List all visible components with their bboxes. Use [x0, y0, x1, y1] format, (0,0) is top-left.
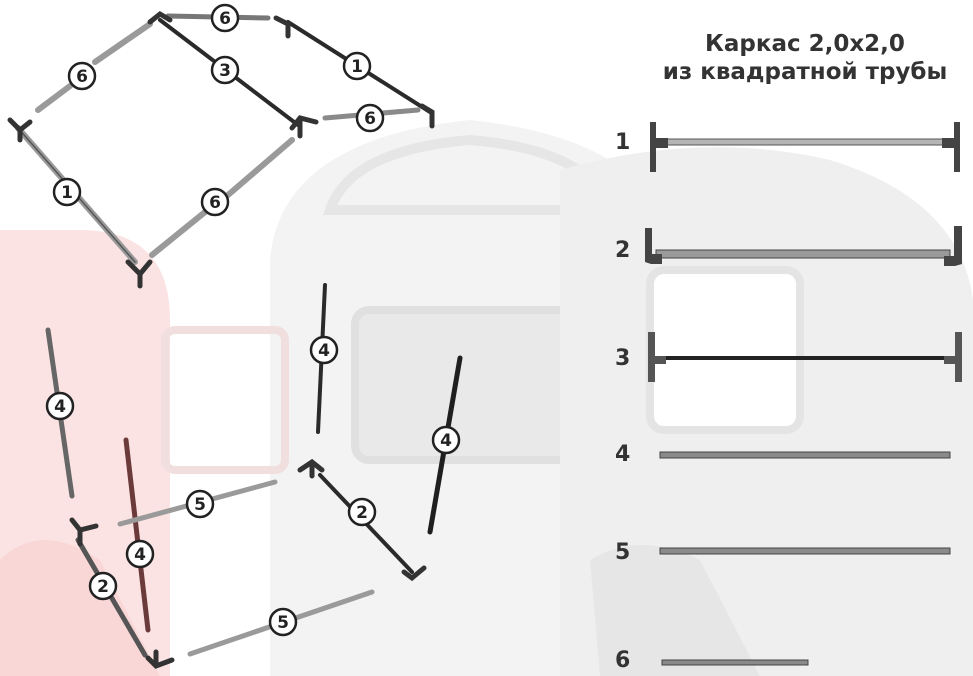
roof-corner-right [289, 115, 319, 139]
callout-label: 2 [97, 577, 109, 597]
roof-corner-left [7, 117, 33, 143]
callout-1-right: 1 [342, 51, 372, 81]
callouts: 6 1 3 6 6 1 6 4 4 4 5 2 4 2 5 [45, 3, 461, 637]
callout-label: 1 [61, 183, 73, 203]
roof-corner-back-right [273, 15, 291, 39]
callout-6-left: 6 [67, 61, 97, 91]
roof-corner-back [147, 10, 173, 25]
callout-label: 4 [440, 431, 452, 451]
callout-6-top: 6 [210, 3, 240, 33]
legend-bar-5 [659, 547, 951, 555]
roof-corner-far-right [419, 103, 435, 129]
roof-corner-front [125, 259, 153, 289]
roof-back-left-tube-a [35, 83, 73, 113]
callout-label: 6 [209, 193, 221, 213]
base-corner-back [297, 458, 325, 479]
legend-label-1: 1 [615, 130, 631, 155]
legend-label-2: 2 [615, 238, 631, 263]
callout-1-left: 1 [52, 177, 82, 207]
legend-label-5: 5 [615, 540, 631, 565]
roof-front-tube-a [149, 205, 213, 258]
callout-5-front: 5 [268, 607, 298, 637]
watermark-grey-window [646, 266, 804, 434]
callout-label: 4 [318, 341, 330, 361]
callout-3: 3 [210, 55, 240, 85]
callout-label: 6 [76, 67, 88, 87]
callout-6-front: 6 [200, 187, 230, 217]
callout-4-right: 4 [431, 425, 461, 455]
watermark-visor [351, 306, 579, 464]
callout-label: 3 [219, 61, 231, 81]
callout-label: 5 [277, 613, 289, 633]
callout-4-back: 4 [309, 335, 339, 365]
callout-label: 6 [219, 9, 231, 29]
legend-bar-4 [659, 451, 951, 459]
legend-label-4: 4 [615, 442, 631, 467]
callout-5-back: 5 [185, 489, 215, 519]
post-front [123, 437, 151, 633]
callout-2-right: 2 [347, 497, 377, 527]
callout-label: 5 [194, 495, 206, 515]
title-line-2: из квадратной трубы [662, 59, 948, 85]
roof-back-left-tube-b [92, 21, 153, 65]
base-left-tube [75, 537, 148, 658]
callout-label: 1 [351, 57, 363, 77]
legend-bar-6 [661, 659, 809, 666]
base-corner-left [69, 517, 99, 547]
title-line-1: Каркас 2,0x2,0 [705, 31, 905, 57]
callout-2-left: 2 [88, 571, 118, 601]
callout-4-left: 4 [45, 391, 75, 421]
legend-bar-3 [648, 332, 962, 382]
legend-bar-2 [645, 226, 962, 266]
watermark-hand [590, 545, 760, 676]
callout-6-right: 6 [355, 103, 385, 133]
legend-label-6: 6 [615, 648, 631, 673]
callout-label: 6 [364, 109, 376, 129]
callout-label: 4 [134, 545, 146, 565]
legend-label-3: 3 [615, 346, 631, 371]
legend-bar-1 [650, 122, 960, 172]
callout-label: 2 [356, 503, 368, 523]
callout-4-front: 4 [125, 539, 155, 569]
roof-front-tube-b [225, 137, 295, 198]
callout-label: 4 [54, 397, 66, 417]
watermark-left-window [161, 326, 289, 474]
diagram-title: Каркас 2,0x2,0 из квадратной трубы [640, 30, 970, 86]
base-corner-right [401, 565, 427, 582]
watermark-welder-logo [0, 120, 973, 676]
base-corner-front [145, 649, 175, 669]
legend-bars [645, 122, 962, 666]
watermark-red-shape-lower [0, 540, 160, 676]
